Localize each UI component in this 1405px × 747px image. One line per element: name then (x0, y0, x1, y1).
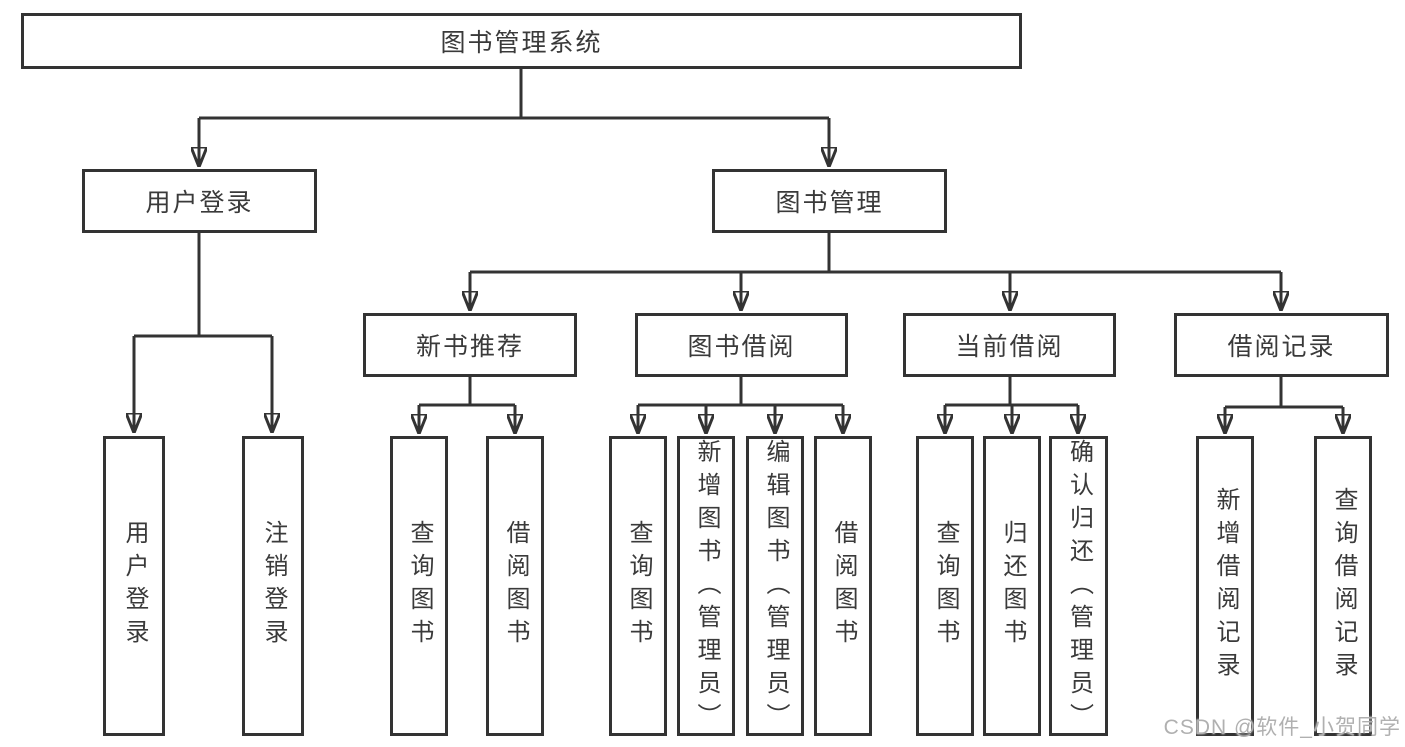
node-book-borrow: 图书借阅 (635, 313, 848, 377)
node-br-add-record-label: 新增借阅记录 (1212, 487, 1239, 685)
node-bb-edit-book-label: 编辑图书（管理员） (762, 439, 789, 736)
node-cb-return-book: 归还图书 (983, 436, 1041, 736)
node-bb-add-book-label: 新增图书（管理员） (693, 439, 720, 736)
node-bb-add-book: 新增图书（管理员） (677, 436, 735, 736)
node-cb-confirm-return-label: 确认归还（管理员） (1065, 439, 1093, 736)
node-rec-query-book: 查询图书 (390, 436, 448, 736)
node-leaf-logout: 注销登录 (242, 436, 304, 736)
node-current-borrow: 当前借阅 (903, 313, 1116, 377)
node-book-mgmt-label: 图书管理 (775, 189, 884, 217)
node-book-borrow-label: 图书借阅 (687, 333, 796, 361)
node-br-query-record-label: 查询借阅记录 (1330, 487, 1357, 685)
node-rec-borrow-book-label: 借阅图书 (502, 520, 529, 652)
node-bb-borrow-book-label: 借阅图书 (830, 520, 857, 652)
node-cb-query-book-label: 查询图书 (932, 520, 959, 652)
node-br-add-record: 新增借阅记录 (1196, 436, 1254, 736)
node-cb-return-book-label: 归还图书 (999, 520, 1026, 652)
node-bb-query-book-label: 查询图书 (625, 520, 652, 652)
node-borrow-records: 借阅记录 (1174, 313, 1389, 377)
node-user-login-label: 用户登录 (145, 189, 254, 217)
node-leaf-user-login: 用户登录 (103, 436, 165, 736)
node-cb-confirm-return: 确认归还（管理员） (1049, 436, 1108, 736)
node-new-book-rec-label: 新书推荐 (415, 333, 524, 361)
node-br-query-record: 查询借阅记录 (1314, 436, 1372, 736)
node-bb-query-book: 查询图书 (609, 436, 667, 736)
node-borrow-records-label: 借阅记录 (1227, 333, 1336, 361)
node-new-book-rec: 新书推荐 (363, 313, 577, 377)
node-bb-borrow-book: 借阅图书 (814, 436, 872, 736)
node-leaf-logout-label: 注销登录 (260, 520, 287, 652)
node-root: 图书管理系统 (21, 13, 1022, 69)
csdn-watermark: CSDN @软件_小贺同学 (1163, 716, 1401, 739)
node-current-borrow-label: 当前借阅 (955, 333, 1064, 361)
node-root-label: 图书管理系统 (440, 29, 603, 57)
node-user-login: 用户登录 (82, 169, 317, 233)
node-book-mgmt: 图书管理 (712, 169, 947, 233)
node-rec-borrow-book: 借阅图书 (486, 436, 544, 736)
node-bb-edit-book: 编辑图书（管理员） (746, 436, 804, 736)
node-cb-query-book: 查询图书 (916, 436, 974, 736)
node-rec-query-book-label: 查询图书 (406, 520, 433, 652)
node-leaf-user-login-label: 用户登录 (121, 520, 148, 652)
